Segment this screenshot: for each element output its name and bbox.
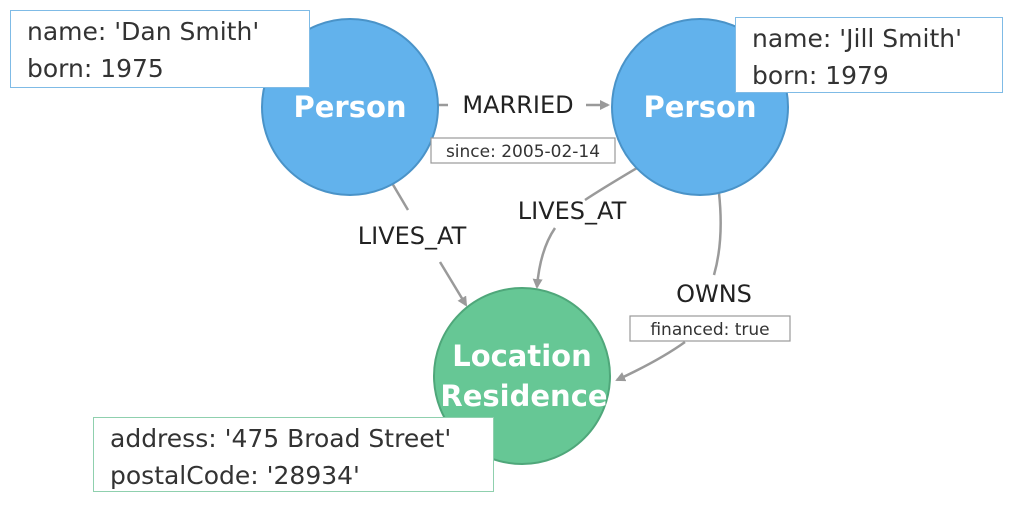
married-property-box <box>430 137 616 164</box>
jill-node-label: Person <box>643 90 756 124</box>
location-properties-box: address: '475 Broad Street' postalCode: … <box>93 417 494 492</box>
jill-name-property: name: 'Jill Smith' <box>752 24 962 53</box>
owns-property: financed: true <box>650 320 769 340</box>
married-label: MARRIED <box>462 91 573 119</box>
owns-property-box <box>629 315 791 342</box>
location-node-label: Location <box>452 339 592 373</box>
residence-node-label: Residence <box>440 379 607 413</box>
location-postal-code-property: postalCode: '28934' <box>110 461 360 490</box>
dan-name-property: name: 'Dan Smith' <box>27 17 260 46</box>
dan-properties-box: name: 'Dan Smith' born: 1975 <box>10 10 310 88</box>
dan-lives-at-edge[interactable] <box>390 182 466 305</box>
owns-label: OWNS <box>676 280 752 308</box>
jill-lives-at-edge[interactable] <box>537 166 638 287</box>
jill-lives-at-label: LIVES_AT <box>518 197 627 225</box>
dan-lives-at-label: LIVES_AT <box>358 222 467 250</box>
jill-born-property: born: 1979 <box>752 61 889 90</box>
dan-born-property: born: 1975 <box>27 54 164 83</box>
owns-edge[interactable] <box>617 192 722 380</box>
jill-properties-box: name: 'Jill Smith' born: 1979 <box>735 17 1003 93</box>
location-address-property: address: '475 Broad Street' <box>110 424 452 453</box>
dan-node-label: Person <box>293 90 406 124</box>
married-property: since: 2005-02-14 <box>446 142 600 162</box>
